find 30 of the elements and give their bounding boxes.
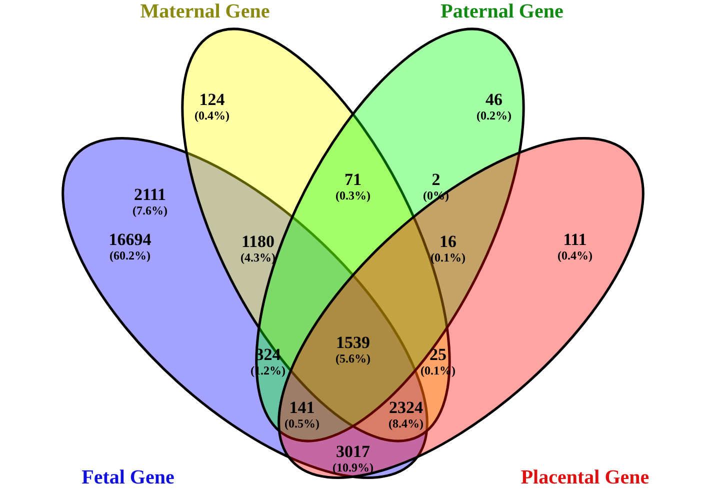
set-label: Paternal Gene	[440, 0, 564, 24]
count-label: 2	[432, 170, 440, 190]
percentage-label: (7.6%)	[132, 204, 168, 218]
set-label: Fetal Gene	[82, 466, 174, 490]
count-label: 124	[199, 90, 225, 110]
count-label: 16	[440, 232, 456, 252]
count-label: 2111	[134, 185, 166, 205]
percentage-label: (4.3%)	[240, 250, 276, 266]
percentage-label: (0.5%)	[284, 416, 320, 432]
count-label: 141	[289, 398, 315, 418]
percentage-label: (0.3%)	[336, 188, 370, 204]
percentage-label: (8.4%)	[388, 416, 424, 432]
count-label: 16694	[108, 230, 152, 250]
count-label: 1539	[336, 333, 370, 353]
percentage-label: (0.2%)	[476, 108, 512, 124]
count-label: 25	[430, 345, 446, 365]
count-label: 111	[563, 230, 587, 250]
percentage-label: (10.9%)	[332, 460, 374, 476]
set-label: Placental Gene	[520, 466, 650, 490]
percentage-label: (0.1%)	[430, 250, 466, 266]
percentage-label: (5.6%)	[336, 352, 370, 366]
count-label: 2324	[389, 398, 423, 418]
count-label: 3017	[336, 442, 370, 462]
count-label: 1180	[241, 232, 275, 252]
count-label: 71	[344, 170, 362, 190]
percentage-label: (0.4%)	[558, 248, 592, 264]
percentage-label: (0.4%)	[194, 108, 230, 124]
count-label: 46	[486, 90, 502, 110]
set-label: Maternal Gene	[140, 0, 270, 24]
percentage-label: (60.2%)	[110, 248, 150, 264]
